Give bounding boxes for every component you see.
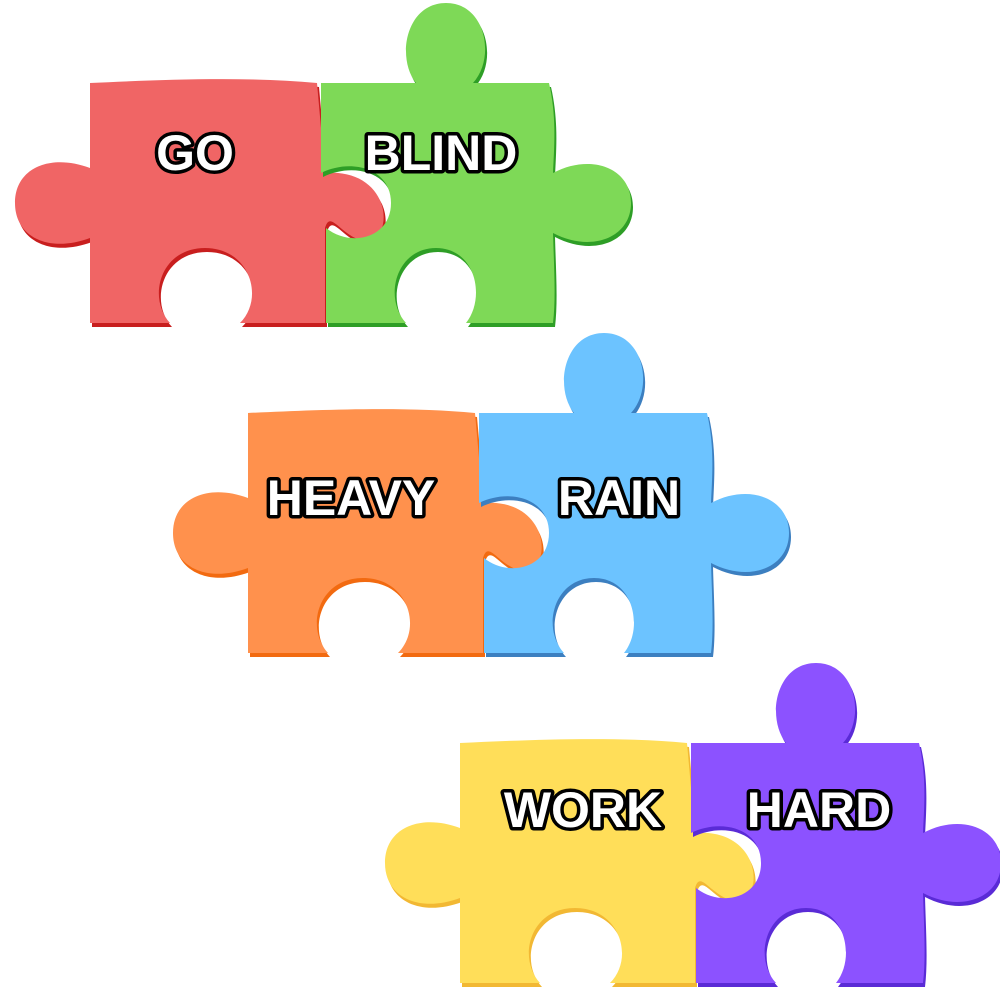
puzzle-piece-go: GO — [15, 79, 386, 327]
piece-word: HARD — [747, 782, 891, 838]
piece-word: RAIN — [558, 470, 680, 526]
piece-word: WORK — [504, 782, 662, 838]
piece-word: HEAVY — [267, 470, 436, 526]
puzzle-piece-heavy: HEAVY — [173, 409, 544, 657]
puzzle-piece-work: WORK — [385, 739, 756, 987]
puzzle-piece-blind: BLIND — [321, 3, 633, 327]
puzzle-pair-3: WORK HARD — [385, 663, 1000, 987]
piece-word: BLIND — [365, 125, 518, 181]
puzzle-piece-hard: HARD — [691, 663, 1000, 987]
piece-word: GO — [156, 125, 234, 181]
puzzle-pair-1: GO BLIND — [15, 3, 633, 327]
puzzle-pair-2: HEAVY RAIN — [173, 333, 791, 657]
puzzle-piece-rain: RAIN — [479, 333, 791, 657]
